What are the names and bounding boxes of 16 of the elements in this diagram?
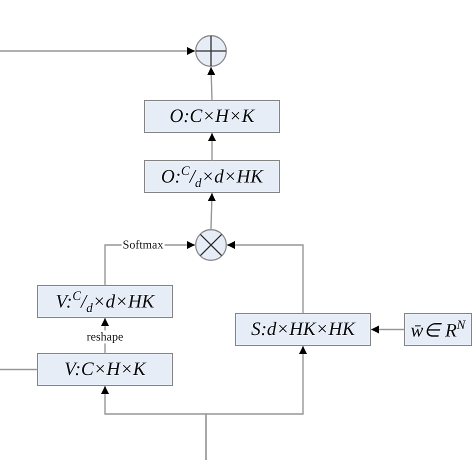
tensor-box: O:C×H×K bbox=[144, 100, 280, 133]
arrow bbox=[208, 192, 216, 230]
arrow bbox=[207, 66, 216, 100]
arrow bbox=[208, 133, 216, 160]
tensor-box: O:$^{C}$/$_{d}$×d×HK bbox=[144, 160, 280, 193]
connector-line bbox=[0, 368, 37, 370]
arrow bbox=[205, 346, 307, 460]
tensor-box: S:d×HK×HK bbox=[235, 313, 371, 346]
tensor-box: V:C×H×K bbox=[37, 353, 173, 386]
edge-label: reshape bbox=[86, 330, 124, 344]
arrow bbox=[0, 47, 195, 55]
tensor-box: V:$^{C}$/$_{d}$×d×HK bbox=[37, 285, 173, 318]
arrow bbox=[371, 326, 404, 334]
arrow bbox=[227, 241, 304, 313]
tensor-box: w̄∈ R$^{N}$ bbox=[404, 313, 472, 346]
edge-label: Softmax bbox=[122, 238, 164, 252]
